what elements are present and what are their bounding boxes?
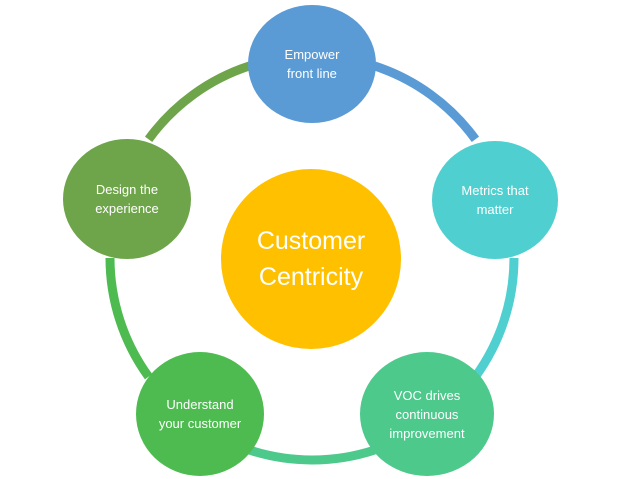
node-voc-drives-continuous-improvement: VOC drives continuous improvement <box>360 352 494 476</box>
arc-voc-to-understand <box>248 445 376 465</box>
center-label: Customer Centricity <box>256 227 366 291</box>
arc-design-to-empower <box>144 61 251 142</box>
node-metrics-that-matter: Metrics that matter <box>432 141 558 259</box>
center-circle: Customer Centricity <box>221 169 401 349</box>
node-label: Metrics that matter <box>461 183 529 217</box>
node-label: Design the experience <box>95 182 159 216</box>
node-design-the-experience: Design the experience <box>63 139 191 259</box>
arc-empower-to-metrics <box>373 61 480 142</box>
arc-metrics-to-voc <box>471 257 519 380</box>
arc-understand-to-design <box>105 257 153 380</box>
node-empower-front-line: Empower front line <box>248 5 376 123</box>
node-understand-your-customer: Understand your customer <box>136 352 264 476</box>
node-label: Understand your customer <box>158 397 242 431</box>
node-label: VOC drives continuous improvement <box>389 387 465 441</box>
node-label: Empower front line <box>284 47 340 81</box>
